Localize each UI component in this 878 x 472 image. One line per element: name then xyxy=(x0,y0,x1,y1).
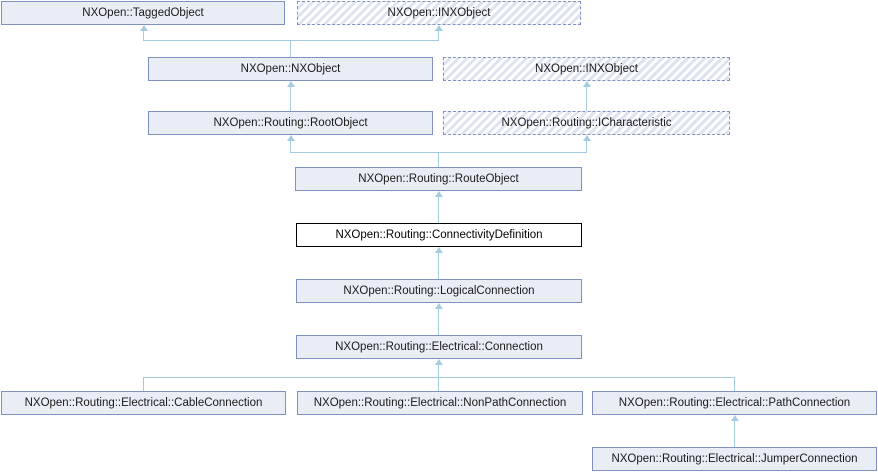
edge-line-to-inx-object-top xyxy=(438,31,439,40)
edge-line-electrical-connection xyxy=(438,309,439,335)
class-box-route-object[interactable]: NXOpen::Routing::RouteObject xyxy=(295,167,582,191)
arrowhead-to-inx-object-top xyxy=(435,25,443,31)
class-box-icharacteristic: NXOpen::Routing::ICharacteristic xyxy=(443,111,730,135)
class-box-inx-object-mid: NXOpen::INXObject xyxy=(443,57,730,81)
edge-line-path-connection xyxy=(734,377,735,391)
class-box-jumper-connection[interactable]: NXOpen::Routing::Electrical::JumperConne… xyxy=(592,447,877,471)
arrowhead-to-route-object xyxy=(435,191,443,197)
edge-routeobject-stem xyxy=(438,152,439,167)
edge-line-non-path-connection xyxy=(438,377,439,391)
arrowhead-to-path-connection xyxy=(731,415,739,421)
arrowhead-to-tagged-object xyxy=(140,25,148,31)
edge-line-jumper-connection xyxy=(734,421,735,447)
class-box-path-connection[interactable]: NXOpen::Routing::Electrical::PathConnect… xyxy=(592,391,877,415)
edge-line-to-icharacteristic xyxy=(586,141,587,152)
class-box-non-path-connection[interactable]: NXOpen::Routing::Electrical::NonPathConn… xyxy=(297,391,583,415)
arrowhead-to-root-object xyxy=(287,135,295,141)
edge-nxobject-stem xyxy=(290,40,291,57)
edge-line-cable-connection xyxy=(143,377,144,391)
arrowhead-to-connectivity-definition xyxy=(435,247,443,253)
class-box-logical-connection[interactable]: NXOpen::Routing::LogicalConnection xyxy=(296,279,582,303)
edge-line-logical-connection xyxy=(438,253,439,279)
class-box-electrical-connection[interactable]: NXOpen::Routing::Electrical::Connection xyxy=(296,335,582,359)
edge-children-stem xyxy=(438,365,439,377)
class-box-connectivity-definition: NXOpen::Routing::ConnectivityDefinition xyxy=(296,223,582,247)
arrowhead-to-icharacteristic xyxy=(583,135,591,141)
class-box-root-object[interactable]: NXOpen::Routing::RootObject xyxy=(148,111,433,135)
class-box-inx-object-top: NXOpen::INXObject xyxy=(297,1,581,25)
edge-line-connectivity-definition xyxy=(438,197,439,223)
arrowhead-to-nx-object xyxy=(287,81,295,87)
edge-line-to-tagged-object xyxy=(143,31,144,40)
edge-line-to-root-object xyxy=(290,141,291,152)
edge-routeobject-branch xyxy=(290,152,587,153)
class-box-nx-object[interactable]: NXOpen::NXObject xyxy=(148,57,433,81)
arrowhead-to-electrical-connection xyxy=(435,359,443,365)
edge-line-rootobject xyxy=(290,87,291,111)
class-box-tagged-object[interactable]: NXOpen::TaggedObject xyxy=(1,1,285,25)
class-box-cable-connection[interactable]: NXOpen::Routing::Electrical::CableConnec… xyxy=(1,391,286,415)
edge-nxobject-branch xyxy=(143,40,439,41)
arrowhead-to-inx-object-mid xyxy=(583,81,591,87)
arrowhead-to-logical-connection xyxy=(435,303,443,309)
edge-line-icharacteristic xyxy=(586,87,587,111)
edge-children-branch xyxy=(143,377,735,378)
